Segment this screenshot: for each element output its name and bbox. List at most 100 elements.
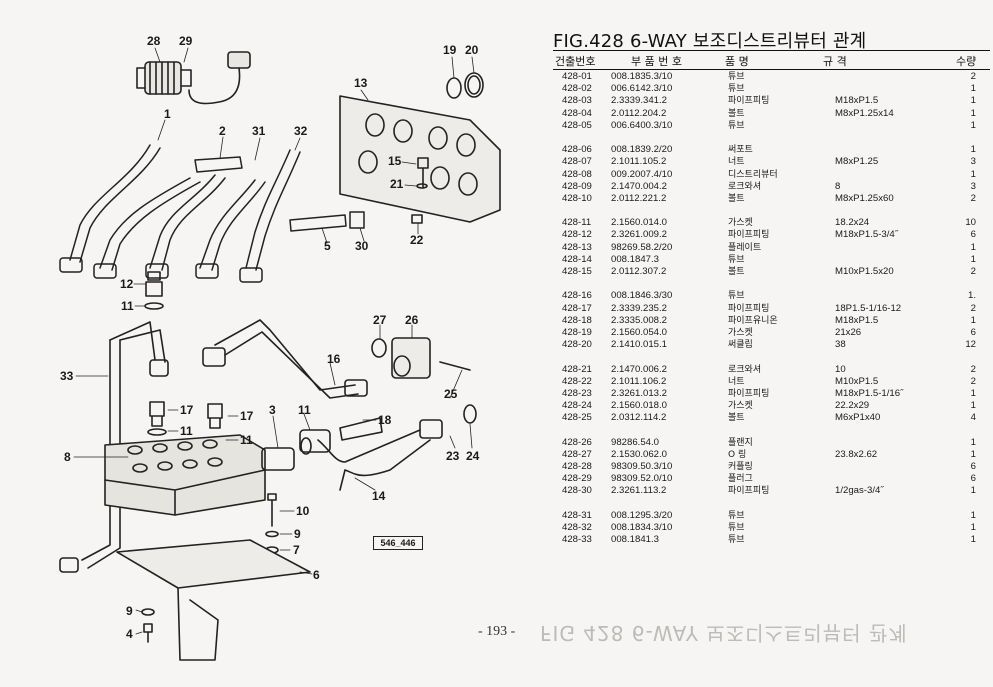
cell-quantity: 1 — [970, 119, 976, 131]
cell-ref-no: 428-31 — [562, 509, 592, 521]
cell-ref-no: 428-02 — [562, 83, 592, 95]
cell-spec: M8xP1.25x14 — [835, 107, 894, 119]
cell-ref-no: 428-21 — [562, 363, 592, 375]
diagram-drawing — [59, 47, 501, 661]
figure-title: FIG.428 6-WAY 보조디스트리뷰터 관계 — [553, 31, 867, 52]
cell-part-name: 너트 — [728, 157, 745, 168]
cell-part-number: 2.3261.113.2 — [611, 485, 667, 497]
cell-quantity: 2 — [970, 363, 976, 375]
cell-spec: M10xP1.5 — [835, 375, 879, 387]
cell-part-number: 006.6400.3/10 — [611, 119, 673, 131]
bleed-through-text: FIG 428 6-WAY 보조디스트리뷰터 관계 — [540, 621, 908, 645]
callout-28: 28 — [147, 34, 161, 48]
cell-quantity: 3 — [970, 156, 976, 168]
cell-ref-no: 428-17 — [562, 302, 592, 314]
callout-17-left: 17 — [180, 403, 194, 417]
callout-3: 3 — [269, 403, 276, 417]
callout-30: 30 — [355, 239, 369, 253]
cell-part-name: 파이프피팅 — [728, 303, 770, 314]
cell-spec: M8xP1.25 — [835, 156, 879, 168]
cell-quantity: 6 — [970, 461, 976, 472]
cell-part-number: 98286.54.0 — [611, 436, 660, 448]
cell-ref-no: 428-29 — [562, 473, 592, 485]
cell-part-number: 008.1295.3/20 — [611, 509, 673, 521]
cell-quantity: 1 — [970, 400, 976, 412]
header-part-no: 부 품 번 호 — [631, 55, 682, 68]
callout-17-right: 17 — [240, 409, 254, 423]
cell-part-number: 008.1846.3/30 — [611, 290, 673, 302]
cell-part-number: 2.1011.105.2 — [611, 156, 667, 168]
cell-part-number: 2.1560.018.0 — [611, 400, 668, 412]
cell-spec: 23.8x2.62 — [835, 448, 878, 460]
cell-quantity: 1 — [970, 387, 976, 399]
callout-10: 10 — [296, 504, 310, 518]
cell-ref-no: 428-19 — [562, 326, 592, 338]
cell-part-name: 파이프피팅 — [728, 388, 770, 399]
callout-24: 24 — [466, 449, 480, 463]
callout-32: 32 — [294, 124, 308, 138]
cell-part-name: 볼트 — [728, 108, 745, 119]
cell-ref-no: 428-32 — [562, 521, 592, 533]
cell-part-name: 튜브 — [728, 254, 745, 265]
cell-part-number: 2.1470.006.2 — [611, 363, 668, 375]
cell-spec: M18xP1.5 — [835, 95, 879, 107]
cell-quantity: 10 — [965, 217, 976, 229]
callout-6: 6 — [313, 568, 320, 582]
cell-quantity: 6 — [970, 229, 976, 241]
plate-drawing — [339, 95, 501, 223]
cell-spec: 18P1.5-1/16-12 — [835, 302, 902, 314]
sheet-code: 546_446 — [373, 536, 423, 550]
callout-12: 12 — [120, 277, 134, 291]
callout-14: 14 — [372, 489, 386, 503]
exploded-diagram: 28 29 19 20 13 1 2 31 32 15 21 5 30 22 1… — [59, 34, 501, 661]
callout-11: 11 — [121, 299, 134, 313]
cell-part-name: 튜브 — [728, 72, 745, 82]
cell-quantity: 1 — [970, 168, 976, 180]
callout-2: 2 — [219, 124, 226, 138]
cell-part-name: 써클립 — [728, 340, 753, 351]
cell-spec: M18xP1.5 — [835, 314, 879, 326]
callout-11-left: 11 — [180, 424, 193, 438]
cell-quantity: 2 — [970, 302, 976, 314]
cell-part-name: 튜브 — [728, 120, 745, 131]
cell-part-name: 튜브 — [728, 84, 745, 95]
cell-part-number: 008.1847.3 — [611, 253, 660, 265]
cell-spec: M10xP1.5x20 — [835, 266, 894, 277]
cell-part-name: 볼트 — [728, 193, 745, 204]
cell-spec: 10 — [835, 363, 846, 375]
cell-spec: 21x26 — [835, 326, 862, 338]
cell-part-number: 2.1530.062.0 — [611, 448, 668, 460]
cell-quantity: 3 — [970, 180, 976, 192]
callout-18: 18 — [378, 413, 392, 427]
cell-spec: 38 — [835, 339, 846, 351]
cell-part-name: 튜브 — [728, 510, 745, 521]
distributor-drawing — [104, 434, 266, 516]
cell-ref-no: 428-07 — [562, 156, 592, 168]
cell-quantity: 2 — [970, 192, 976, 204]
cell-quantity: 1 — [970, 241, 976, 253]
callout-33: 33 — [60, 369, 74, 383]
cell-ref-no: 428-26 — [562, 436, 592, 448]
cell-part-name: 너트 — [728, 376, 745, 387]
cell-part-number: 008.1839.2/20 — [611, 144, 673, 156]
cell-spec: 8 — [835, 180, 841, 192]
cell-quantity: 1 — [970, 314, 976, 326]
cell-ref-no: 428-23 — [562, 387, 592, 399]
cell-quantity: 1 — [970, 509, 976, 521]
cell-ref-no: 428-01 — [562, 71, 592, 82]
cell-part-name: 가스켓 — [728, 218, 753, 229]
cell-part-name: O 링 — [728, 449, 747, 460]
callout-26: 26 — [405, 313, 419, 327]
cell-quantity: 2 — [970, 266, 976, 277]
cell-quantity: 1 — [970, 534, 976, 546]
